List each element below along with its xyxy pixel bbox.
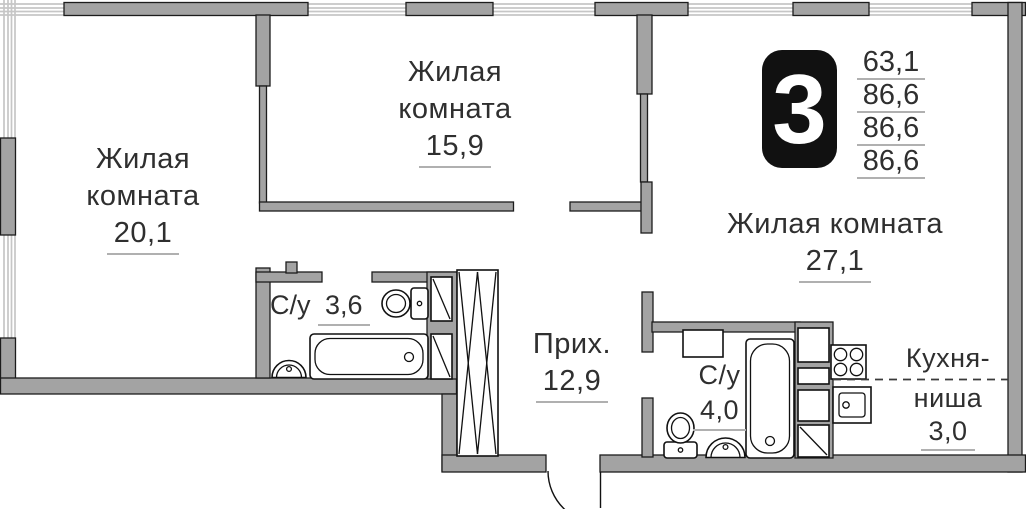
room-name: ниша — [913, 383, 983, 413]
room-name: Жилая — [95, 143, 191, 175]
window-left-2 — [3, 234, 16, 339]
room-area: 27,1 — [798, 243, 872, 283]
area-total-2: 86,6 — [856, 114, 926, 146]
room-area: 12,9 — [535, 363, 609, 403]
entrance-door-arc — [547, 470, 602, 509]
area-total-1: 86,6 — [856, 81, 926, 113]
room-name: комната — [86, 180, 200, 212]
room-label-kitchen-line2: ниша 3,0 — [880, 382, 1016, 451]
windows — [0, 0, 974, 339]
room-area: 20,1 — [106, 215, 180, 255]
window-top-4 — [687, 3, 794, 16]
room-name: комната — [398, 93, 512, 125]
room-name: Прих. — [532, 328, 612, 360]
area-living-total: 63,1 — [856, 48, 926, 80]
vent-shaft-icons-bathroom1 — [430, 276, 453, 380]
vent-shaft-icons-kitchen — [797, 327, 830, 458]
rooms-count-badge: 3 — [762, 50, 837, 168]
window-top-2 — [306, 3, 407, 16]
bathtub-icon-bathroom2 — [745, 338, 795, 459]
window-top-1 — [0, 3, 66, 16]
rooms-count: 3 — [772, 53, 827, 164]
area-total-3: 86,6 — [856, 147, 926, 179]
room-area: 3,0 — [921, 415, 975, 451]
window-top-5 — [867, 3, 974, 16]
room-label-kitchen-line1: Кухня- — [880, 342, 1016, 375]
washing-machine-icon — [682, 329, 724, 358]
sink-icon-bathroom2 — [705, 437, 746, 459]
room-area: 4,0 — [692, 393, 747, 431]
room-label-bathroom2: С/у 4,0 — [672, 358, 767, 431]
room-label-living1: Жилая комната 20,1 — [40, 141, 246, 255]
window-top-3 — [492, 3, 596, 16]
wardrobe-icon — [456, 269, 499, 457]
kitchen-sink-icon — [832, 386, 872, 424]
sink-icon-bathroom1 — [271, 359, 307, 379]
stove-icon — [830, 344, 867, 380]
room-label-living2: Жилая комната 15,9 — [352, 54, 558, 168]
room-area: 15,9 — [418, 128, 492, 168]
room-label-living3: Жилая комната 27,1 — [685, 206, 985, 283]
room-label-hallway: Прих. 12,9 — [512, 326, 632, 403]
bathtub-icon-bathroom1 — [309, 333, 429, 380]
window-left-1 — [3, 0, 16, 139]
room-name: С/у — [270, 290, 311, 320]
room-name: С/у — [698, 360, 741, 390]
toilet-icon-bathroom1 — [381, 287, 429, 320]
room-name: Жилая — [407, 56, 503, 88]
room-area: 3,6 — [318, 288, 370, 326]
toilet-icon-bathroom2 — [663, 412, 698, 459]
apartment-areas: 63,1 86,6 86,6 86,6 — [845, 48, 937, 180]
room-label-bathroom1: С/у 3,6 — [270, 288, 370, 326]
room-name: Жилая комната — [727, 208, 943, 240]
room-name: Кухня- — [905, 343, 991, 373]
